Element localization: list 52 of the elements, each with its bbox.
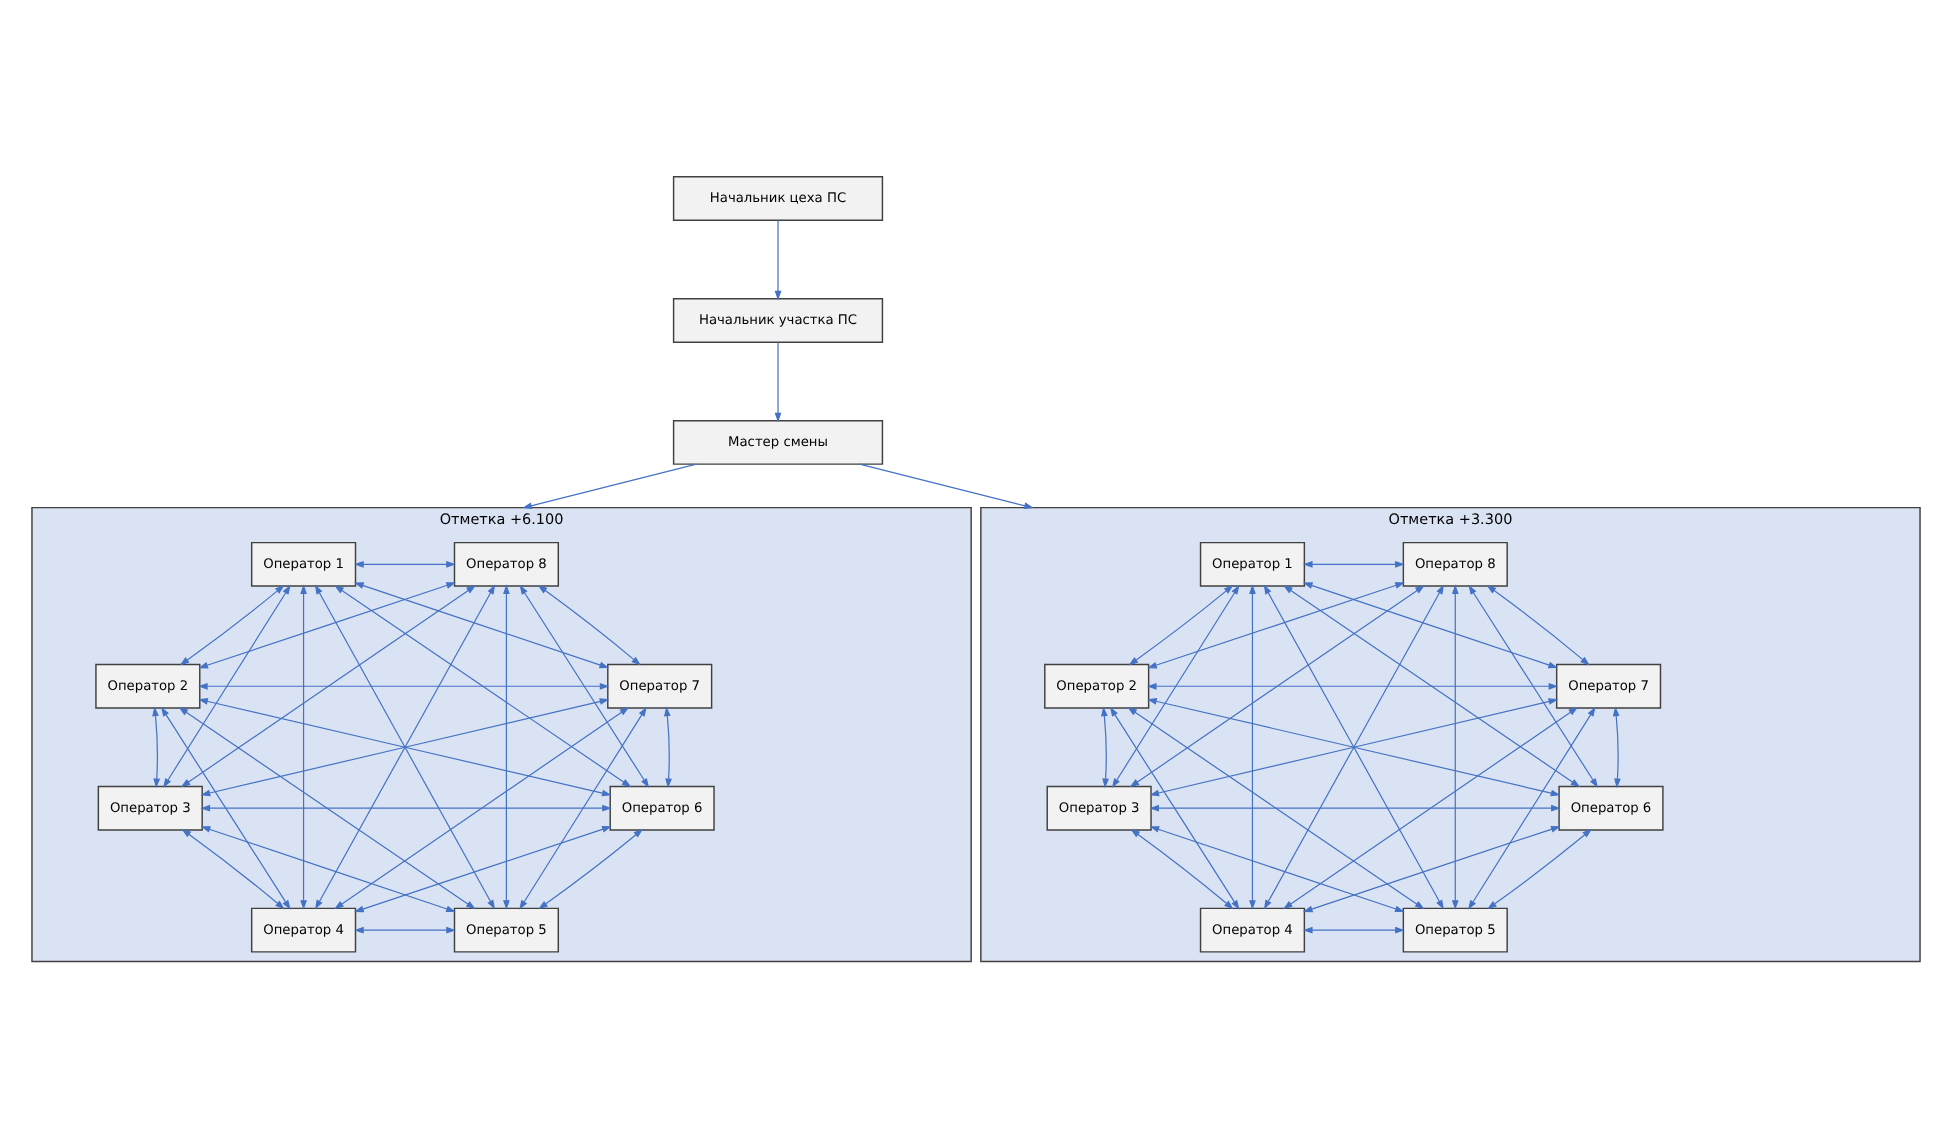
arrow [858, 463, 1034, 509]
arrow [522, 463, 698, 509]
arrow [519, 584, 650, 788]
arrow [774, 341, 782, 423]
arrow [503, 584, 510, 910]
arrow [178, 707, 476, 910]
arrow [1109, 706, 1240, 910]
arrow [354, 926, 456, 934]
arrow [1101, 706, 1109, 789]
arrow [1302, 826, 1561, 913]
arrow [179, 584, 285, 666]
arrow [1302, 582, 1558, 669]
arrow [519, 706, 647, 910]
arrow [200, 826, 456, 913]
arrow [1283, 585, 1581, 788]
arrow [1468, 584, 1599, 788]
arrow [1130, 828, 1234, 910]
arrow [180, 585, 476, 788]
arrow [200, 804, 612, 812]
arrow [1249, 584, 1256, 910]
arrow [1149, 826, 1405, 913]
arrow [198, 682, 610, 690]
arrow [354, 582, 610, 669]
arrow [334, 585, 632, 788]
arrow [664, 706, 672, 789]
arrow [354, 560, 456, 568]
arrow [1128, 584, 1234, 666]
arrow [774, 219, 782, 301]
arrow [163, 584, 291, 788]
arrow [1129, 585, 1425, 788]
arrow [1282, 707, 1579, 910]
arrow [198, 582, 456, 669]
arrow [538, 828, 644, 910]
arrow [1111, 584, 1240, 788]
arrow [181, 828, 285, 910]
arrow [1127, 707, 1425, 910]
arrow [334, 707, 630, 910]
arrow [1468, 706, 1596, 910]
arrow [1149, 804, 1561, 812]
arrow [1451, 584, 1459, 910]
arrow [1612, 706, 1621, 789]
arrow [354, 826, 612, 913]
arrow [1486, 585, 1590, 666]
arrow [1146, 682, 1559, 690]
arrow [160, 706, 291, 910]
arrow [1302, 926, 1405, 934]
arrow [1487, 828, 1592, 910]
arrow [1147, 582, 1405, 669]
arrow [300, 584, 307, 910]
arrow [537, 585, 641, 666]
arrow [152, 706, 161, 789]
arrow [1302, 560, 1405, 568]
